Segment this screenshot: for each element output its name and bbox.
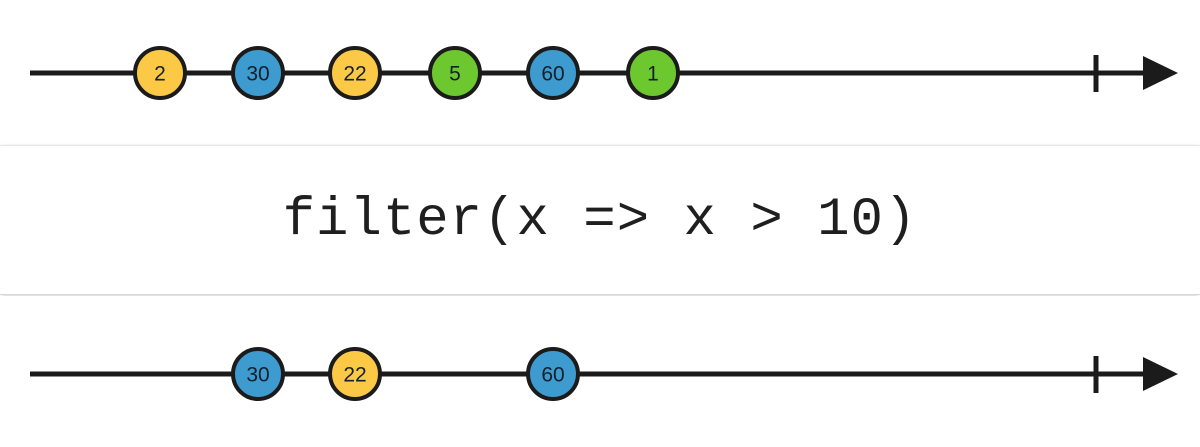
result-marble[interactable]: 22 bbox=[328, 347, 382, 401]
result-marble[interactable]: 60 bbox=[526, 347, 580, 401]
marble-shape[interactable] bbox=[626, 46, 680, 100]
marble-shape[interactable] bbox=[231, 46, 285, 100]
marble-value: 2 bbox=[154, 63, 166, 86]
marble-shape[interactable] bbox=[428, 46, 482, 100]
marble-value: 30 bbox=[246, 364, 269, 387]
marble-shape[interactable] bbox=[133, 46, 187, 100]
marble-shape[interactable] bbox=[231, 347, 285, 401]
source-marble[interactable]: 5 bbox=[428, 46, 482, 100]
marble-value: 22 bbox=[343, 364, 366, 387]
operator-band: filter(x => x > 10) bbox=[0, 145, 1200, 295]
operator-expression: filter(x => x > 10) bbox=[282, 189, 918, 251]
result-timeline: 30 22 60 bbox=[30, 347, 1178, 401]
source-marble[interactable]: 2 bbox=[133, 46, 187, 100]
source-timeline: 2 30 22 5 60 1 bbox=[30, 46, 1178, 100]
marble-value: 60 bbox=[541, 63, 564, 86]
marble-value: 5 bbox=[449, 63, 461, 86]
marble-shape[interactable] bbox=[328, 347, 382, 401]
marble-shape[interactable] bbox=[328, 46, 382, 100]
source-arrowhead bbox=[1143, 56, 1178, 90]
source-marble[interactable]: 60 bbox=[526, 46, 580, 100]
source-stream-band: 2 30 22 5 60 1 bbox=[0, 0, 1200, 144]
result-marble[interactable]: 30 bbox=[231, 347, 285, 401]
marble-value: 22 bbox=[343, 63, 366, 86]
source-marble[interactable]: 1 bbox=[626, 46, 680, 100]
source-marble[interactable]: 22 bbox=[328, 46, 382, 100]
marble-shape[interactable] bbox=[526, 347, 580, 401]
result-arrowhead bbox=[1143, 357, 1178, 391]
marble-value: 60 bbox=[541, 364, 564, 387]
source-marble[interactable]: 30 bbox=[231, 46, 285, 100]
marble-value: 30 bbox=[246, 63, 269, 86]
marble-value: 1 bbox=[647, 63, 659, 86]
result-stream-band: 30 22 60 bbox=[0, 296, 1200, 447]
marble-shape[interactable] bbox=[526, 46, 580, 100]
